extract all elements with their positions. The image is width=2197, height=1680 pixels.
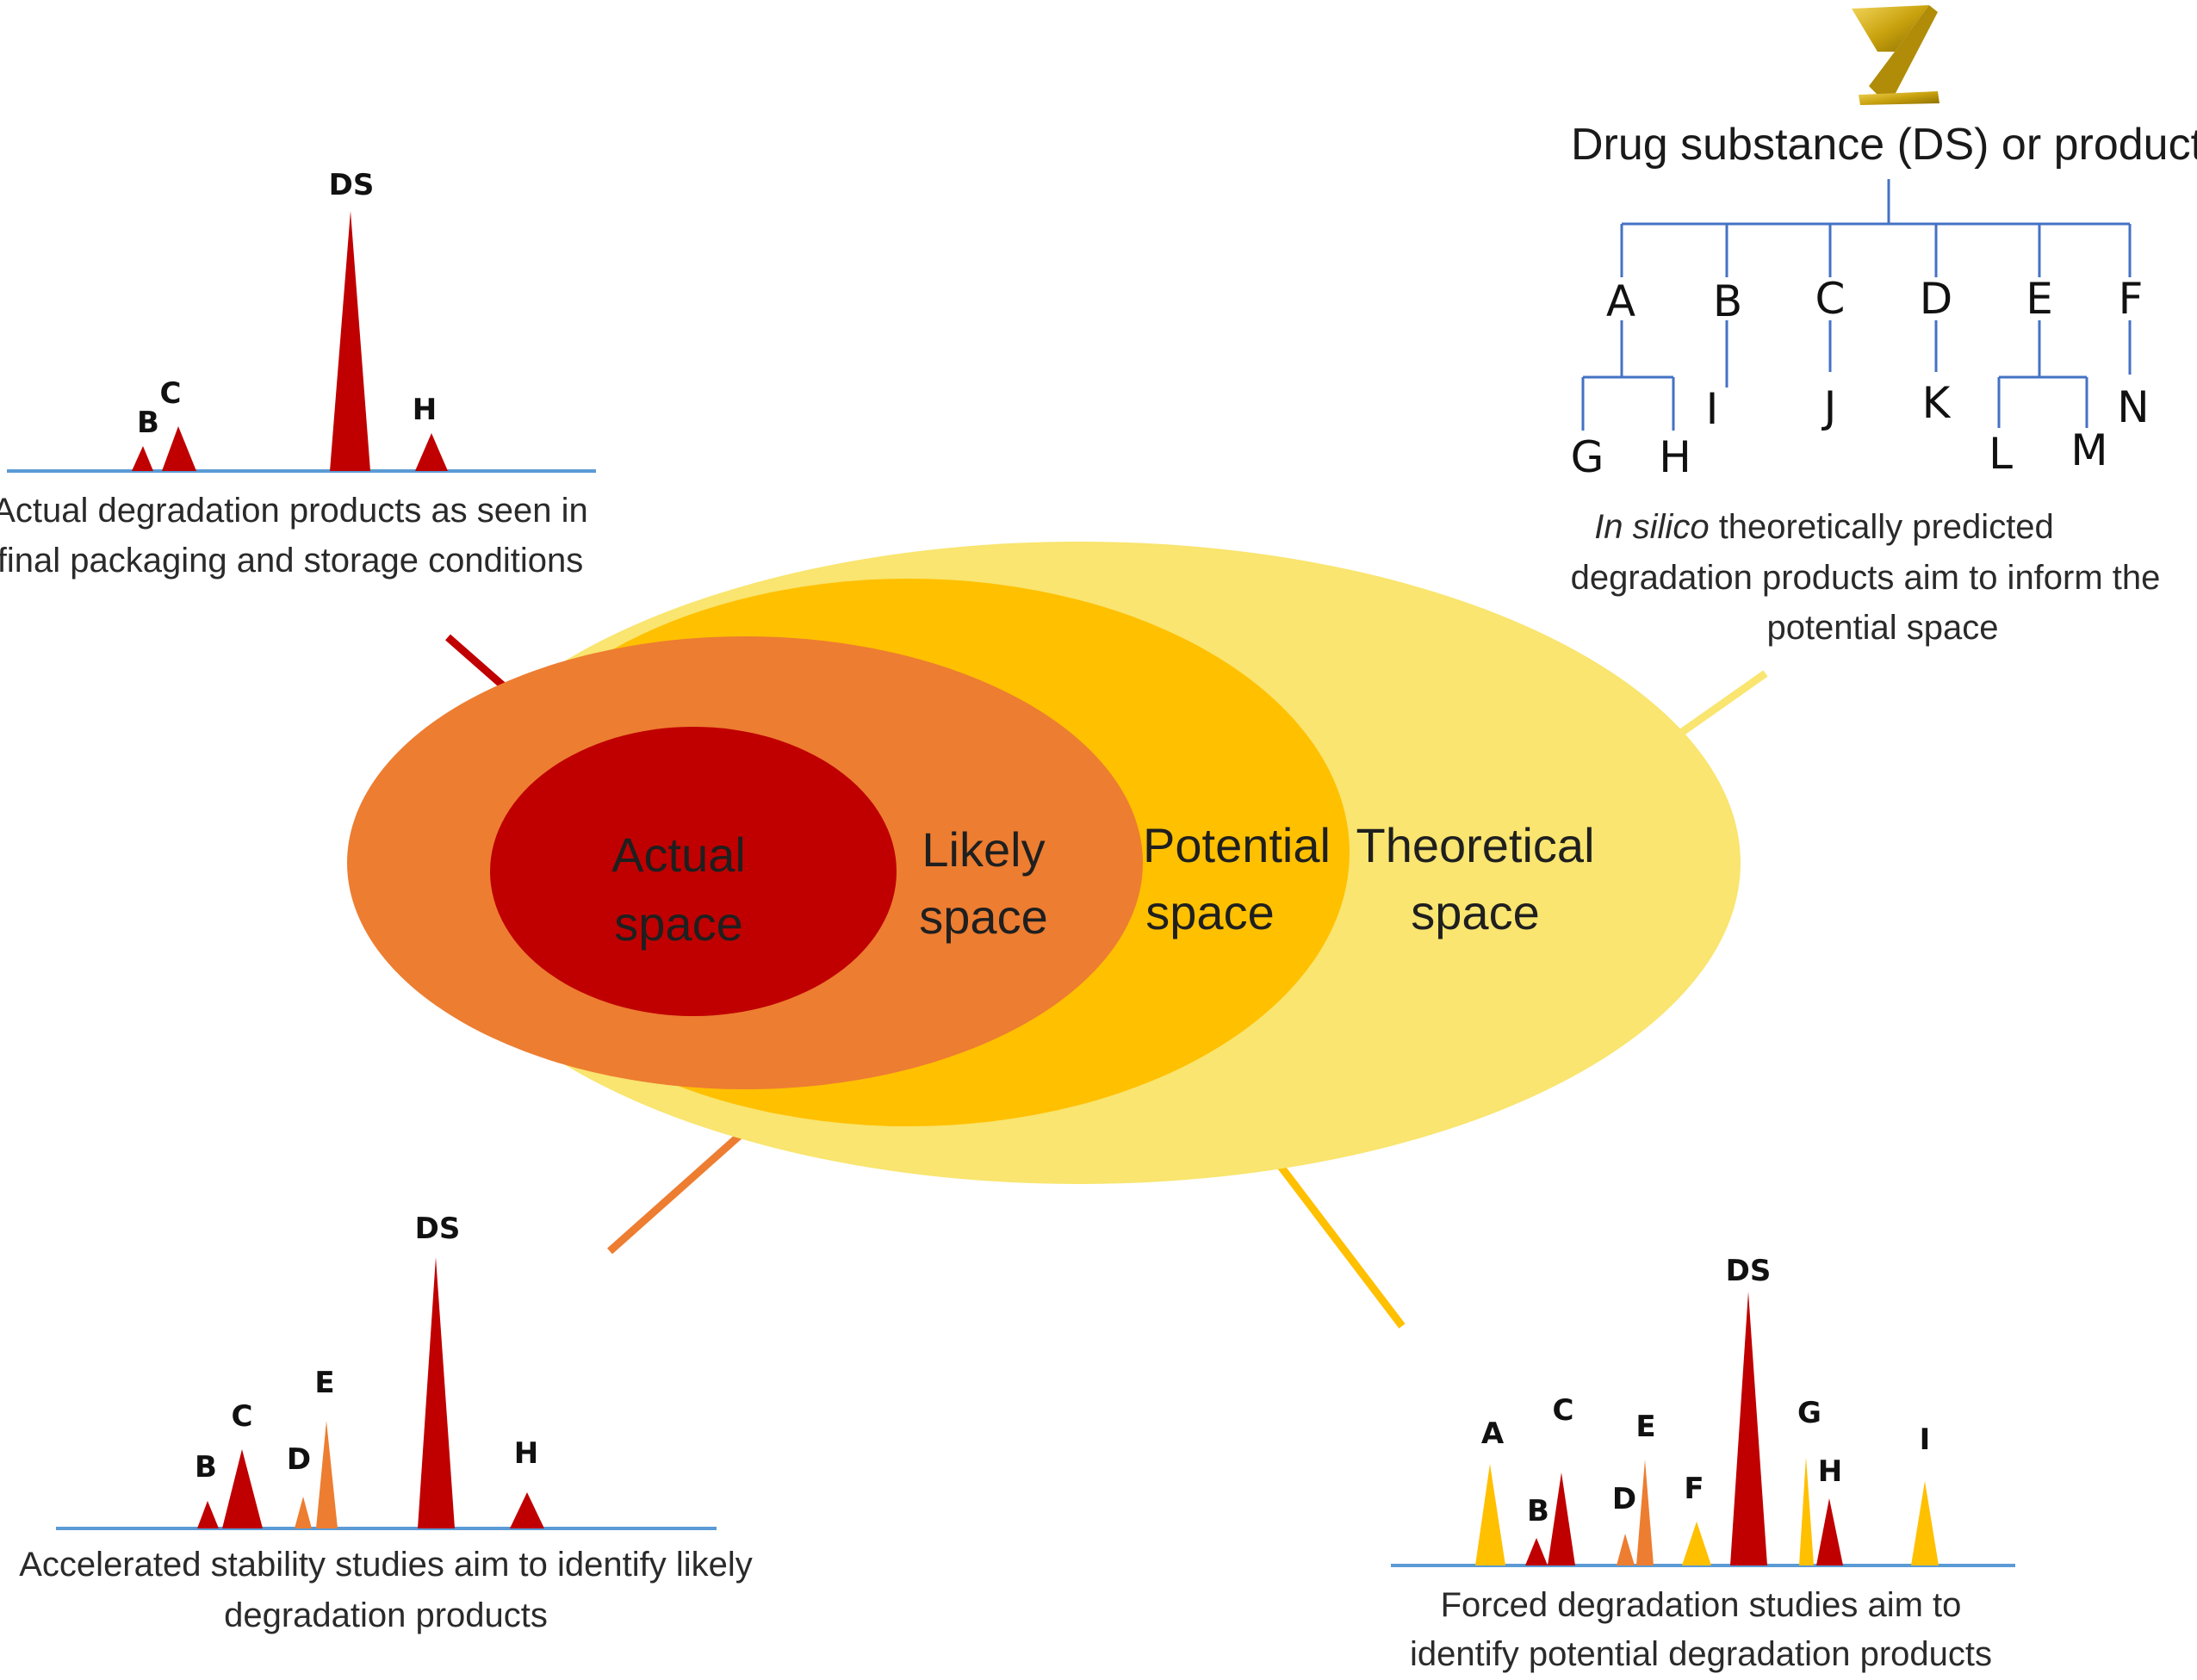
- actual-peak-c: [162, 426, 196, 471]
- likely-peak-h: [510, 1492, 544, 1528]
- actual-peak-label-h: H: [413, 393, 437, 427]
- theoretical-caption-line-1-rest: theoretically predicted: [1710, 508, 2054, 546]
- actual-peak-label-b: B: [137, 406, 159, 440]
- likely-peak-ds: [418, 1257, 455, 1528]
- potential-peak-a: [1475, 1464, 1505, 1565]
- tree-node-b: B: [1713, 276, 1742, 326]
- potential-peak-i: [1911, 1481, 1939, 1565]
- actual-caption-line-1: Actual degradation products as seen in: [0, 492, 588, 530]
- actual-peak-b: [132, 446, 153, 471]
- degradation-tree: [1581, 179, 2132, 431]
- tree-node-h: H: [1659, 432, 1691, 482]
- likely-peak-d: [295, 1497, 312, 1528]
- potential-peak-label-f: F: [1684, 1472, 1704, 1506]
- potential-peak-g: [1799, 1457, 1814, 1565]
- tree-node-e: E: [2026, 274, 2053, 324]
- z-logo-icon: [1852, 5, 1939, 105]
- potential-peak-label-d: D: [1612, 1482, 1636, 1516]
- theoretical-space-label-2: space: [1411, 885, 1539, 939]
- potential-peak-e: [1636, 1460, 1654, 1565]
- potential-peak-label-i: I: [1920, 1423, 1931, 1457]
- potential-peak-label-e: E: [1635, 1410, 1655, 1444]
- potential-caption-line-2: identify potential degradation products: [1410, 1635, 1992, 1673]
- likely-peak-label-ds: DS: [415, 1212, 461, 1246]
- tree-node-d: D: [1920, 274, 1953, 324]
- potential-peak-label-g: G: [1797, 1396, 1822, 1430]
- theoretical-caption-line-2: degradation products aim to inform the: [1571, 559, 2161, 597]
- potential-peak-c: [1548, 1472, 1575, 1565]
- likely-peak-b: [197, 1501, 219, 1528]
- potential-peak-h: [1816, 1498, 1843, 1565]
- tree-node-f: F: [2119, 274, 2144, 324]
- potential-space-label-1: Potential: [1143, 818, 1331, 872]
- likely-caption-line-1: Accelerated stability studies aim to ide…: [19, 1546, 752, 1584]
- theoretical-space-label-1: Theoretical: [1356, 818, 1594, 872]
- potential-peak-f: [1682, 1522, 1711, 1565]
- in-silico-italic: In silico: [1594, 508, 1709, 546]
- likely-peak-label-b: B: [195, 1450, 217, 1485]
- actual-peak-h: [415, 433, 448, 471]
- actual-space-label-1: Actual: [611, 828, 746, 882]
- actual-peak-ds: [330, 211, 370, 471]
- potential-caption-line-1: Forced degradation studies aim to: [1441, 1586, 1962, 1624]
- actual-caption-line-2: final packaging and storage conditions: [0, 542, 583, 580]
- theoretical-caption-line-1: In silico theoretically predicted: [1594, 508, 2054, 546]
- potential-peak-label-c: C: [1553, 1393, 1574, 1428]
- actual-space-label-2: space: [614, 896, 742, 951]
- potential-peak-label-a: A: [1481, 1417, 1505, 1451]
- theoretical-caption-line-3: potential space: [1766, 609, 1998, 647]
- potential-peak-d: [1617, 1534, 1635, 1565]
- likely-peak-label-h: H: [514, 1436, 538, 1471]
- likely-peak-label-e: E: [314, 1366, 334, 1400]
- likely-peak-c: [222, 1449, 263, 1528]
- tree-node-m: M: [2070, 425, 2107, 475]
- actual-chromatogram: B C DS H: [7, 168, 596, 473]
- likely-peak-e: [316, 1421, 338, 1528]
- potential-peak-ds: [1730, 1292, 1767, 1565]
- likely-space-label-2: space: [919, 890, 1047, 944]
- likely-caption-line-2: degradation products: [224, 1596, 548, 1634]
- potential-peak-label-b: B: [1527, 1494, 1549, 1528]
- likely-space-label-1: Likely: [922, 822, 1045, 877]
- potential-peak-label-h: H: [1818, 1454, 1842, 1489]
- drug-substance-title: Drug substance (DS) or product: [1571, 120, 2197, 170]
- tree-node-k: K: [1922, 378, 1952, 428]
- tree-node-l: L: [1989, 429, 2013, 479]
- potential-chromatogram: A B C D E F DS G H I: [1391, 1254, 2015, 1567]
- potential-peak-label-ds: DS: [1726, 1254, 1772, 1288]
- likely-peak-label-d: D: [287, 1442, 311, 1477]
- likely-peak-label-c: C: [232, 1399, 253, 1434]
- likely-chromatogram: B C D E DS H: [56, 1212, 717, 1530]
- actual-peak-label-ds: DS: [329, 168, 375, 202]
- tree-node-n: N: [2117, 382, 2149, 432]
- tree-node-c: C: [1815, 274, 1846, 324]
- potential-space-label-2: space: [1145, 885, 1274, 939]
- tree-node-a: A: [1606, 276, 1635, 326]
- tree-node-g: G: [1571, 432, 1604, 482]
- potential-peak-b: [1525, 1538, 1548, 1565]
- tree-node-j: J: [1822, 382, 1837, 432]
- tree-node-i: I: [1706, 384, 1719, 434]
- actual-space-ellipse: [490, 727, 897, 1016]
- actual-peak-label-c: C: [160, 376, 182, 411]
